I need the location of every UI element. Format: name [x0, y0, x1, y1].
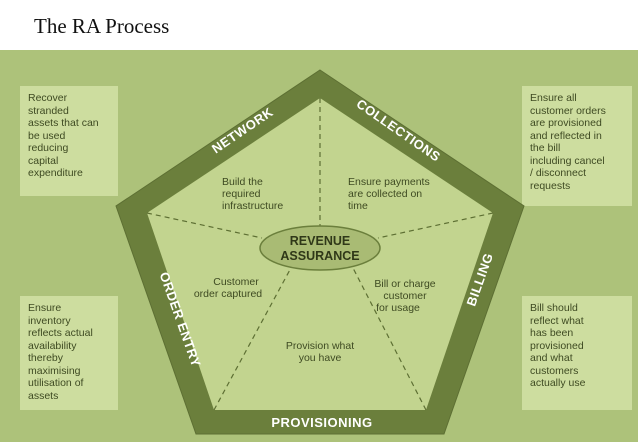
segment-line: you have: [299, 352, 342, 364]
segment-line: Provision what: [286, 340, 354, 352]
segment-line: order captured: [194, 288, 262, 300]
band-label-provisioning: PROVISIONING: [271, 415, 372, 430]
spoke-right: [377, 212, 494, 239]
center-label-line1: REVENUE: [290, 234, 350, 248]
segment-line: for usage: [376, 302, 420, 314]
segment-order-entry: Customer order captured: [194, 276, 262, 300]
note-billing: Bill should reflect what has been provis…: [522, 296, 632, 410]
segment-line: Customer: [213, 276, 259, 288]
note-order-entry: Ensure inventory reflects actual availab…: [20, 296, 118, 410]
note-network: Recover stranded assets that can be used…: [20, 86, 118, 196]
segment-line: infrastructure: [222, 200, 283, 212]
segment-line: time: [348, 200, 368, 212]
segment-line: customer: [383, 290, 427, 302]
segment-line: are collected on: [348, 188, 422, 200]
spoke-bottom-left: [213, 265, 293, 411]
center-ellipse: [259, 225, 381, 271]
segment-line: Build the: [222, 176, 263, 188]
segment-provisioning: Provision what you have: [286, 340, 354, 364]
center-label-line2: ASSURANCE: [280, 249, 359, 263]
slide-title: The RA Process: [34, 14, 170, 38]
segment-billing: Bill or charge customer for usage: [374, 278, 435, 314]
spoke-left: [146, 212, 263, 239]
segment-line: required: [222, 188, 261, 200]
segment-network: Build the required infrastructure: [222, 176, 283, 212]
segment-collections: Ensure payments are collected on time: [348, 176, 430, 212]
note-collections: Ensure all customer orders are provision…: [522, 86, 632, 206]
segment-line: Ensure payments: [348, 176, 430, 188]
segment-line: Bill or charge: [374, 278, 435, 290]
